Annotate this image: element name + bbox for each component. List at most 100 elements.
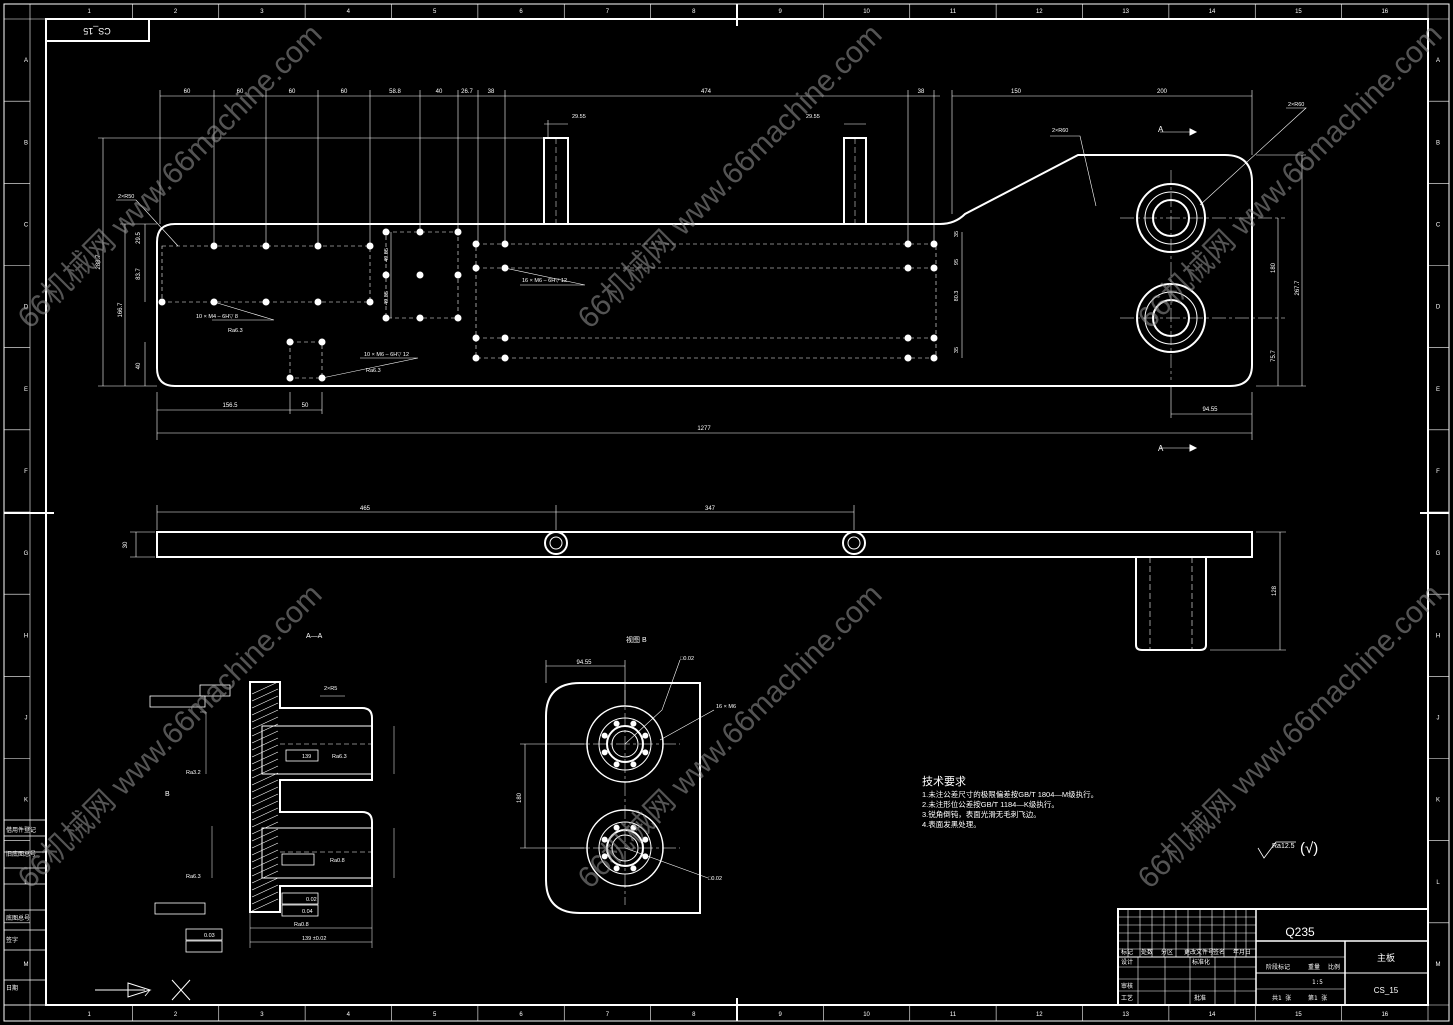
section-cut-markers bbox=[1189, 128, 1198, 452]
roughness-symbol bbox=[1257, 841, 1296, 859]
left-registration-strip bbox=[3, 819, 47, 1006]
left-strip-label: 签字 bbox=[6, 936, 18, 944]
tapped-hole bbox=[501, 354, 509, 362]
section-view-a-a bbox=[200, 681, 395, 948]
title-block bbox=[1117, 908, 1429, 1006]
zone-row-right: L bbox=[1436, 880, 1440, 886]
zone-row-right: K bbox=[1436, 798, 1440, 804]
tapped-hole bbox=[472, 334, 480, 342]
section-dim: 0.04 bbox=[302, 909, 313, 915]
tech-req-item-1: 1.未注公差尺寸的极限偏差按GB/T 1804—M级执行。 bbox=[922, 789, 1098, 799]
tapped-hole bbox=[904, 334, 912, 342]
tapped-hole bbox=[930, 264, 938, 272]
stage-label: 阶段标记 bbox=[1266, 963, 1290, 971]
zone-col-bottom: 8 bbox=[692, 1012, 696, 1018]
section-hatching bbox=[251, 681, 279, 912]
dim-callout: 10 × M4 – 6H▽ 8 bbox=[196, 314, 238, 320]
tech-req-item-4: 4.表面发黑处理。 bbox=[922, 819, 981, 829]
zone-row-right: G bbox=[1436, 551, 1441, 557]
view-b-flatness: □0.02 bbox=[680, 656, 694, 662]
tapped-hole bbox=[382, 314, 390, 322]
dim-top: 60 bbox=[184, 89, 191, 95]
scale-label: 比例 bbox=[1328, 963, 1340, 971]
zone-row-right: F bbox=[1436, 469, 1440, 475]
dim-callout: 29.55 bbox=[572, 114, 586, 120]
zone-row-right: C bbox=[1436, 222, 1441, 228]
section-dim: 0.02 bbox=[306, 897, 317, 903]
dim-side: 128 bbox=[1272, 585, 1278, 596]
section-dim: 2×R5 bbox=[324, 686, 337, 692]
section-dim: 139 ±0.02 bbox=[302, 936, 326, 942]
tapped-hole bbox=[158, 298, 166, 306]
zone-row-right: D bbox=[1436, 305, 1441, 311]
section-dim: 139 bbox=[302, 754, 311, 760]
title-block-label: 处数 bbox=[1141, 948, 1153, 956]
tapped-hole bbox=[472, 264, 480, 272]
zone-row-right: M bbox=[1436, 962, 1441, 968]
tech-req-heading: 技术要求 bbox=[922, 775, 966, 788]
zone-col-top: 1 bbox=[88, 9, 92, 15]
title-block-code: CS_15 bbox=[1374, 986, 1399, 995]
dim-side: 30 bbox=[123, 541, 129, 548]
zone-col-top: 7 bbox=[606, 9, 610, 15]
watermark-text: 66机械网 www.66machine.com bbox=[572, 18, 889, 335]
section-dim: Ra6.3 bbox=[332, 754, 347, 760]
zone-row-left: D bbox=[24, 305, 29, 311]
left-strip-label: 日期 bbox=[6, 984, 18, 992]
material-text: Q235 bbox=[1285, 925, 1315, 939]
view-b-hole bbox=[613, 824, 620, 831]
roughness-other: (√) bbox=[1300, 840, 1318, 857]
zone-col-bottom: 12 bbox=[1036, 1012, 1043, 1018]
dim-top: 474 bbox=[701, 89, 712, 95]
plan-view-holes bbox=[158, 228, 938, 382]
zone-row-left: J bbox=[25, 715, 28, 721]
zone-row-left: A bbox=[24, 58, 28, 64]
section-dim: Ra0.8 bbox=[294, 922, 309, 928]
zone-col-bottom: 10 bbox=[863, 1012, 870, 1018]
zone-col-bottom: 11 bbox=[950, 1012, 957, 1018]
section-fcf-frames bbox=[144, 684, 319, 997]
view-b-flatness: □0.02 bbox=[708, 876, 722, 882]
zone-col-top: 2 bbox=[174, 9, 178, 15]
view-direction-letter: B bbox=[165, 791, 170, 798]
zone-col-bottom: 4 bbox=[347, 1012, 351, 1018]
tapped-hole bbox=[366, 298, 374, 306]
dim-right-height: 180 bbox=[1271, 262, 1277, 273]
zone-row-left: K bbox=[24, 798, 28, 804]
drawing-code-box: CS_15 bbox=[45, 18, 150, 42]
view-b-hole bbox=[642, 749, 649, 756]
dim-left-height: 288.7 bbox=[96, 254, 102, 270]
tapped-hole bbox=[930, 354, 938, 362]
section-dim: 0.03 bbox=[204, 933, 215, 939]
section-dim: Ra6.3 bbox=[186, 874, 201, 880]
title-block-label: 批准 bbox=[1194, 994, 1206, 1002]
tapped-hole bbox=[454, 314, 462, 322]
title-block-label: 工艺 bbox=[1121, 994, 1133, 1002]
drawing-code-rotated: CS_15 bbox=[83, 26, 111, 36]
tech-req-item-3: 3.锐角倒钝，表面光滑无毛刺飞边。 bbox=[922, 809, 1041, 819]
view-b-title: 视图 B bbox=[626, 635, 647, 644]
zone-col-top: 6 bbox=[519, 9, 523, 15]
view-b-hole bbox=[642, 853, 649, 860]
technical-requirements: 技术要求 1.未注公差尺寸的极限偏差按GB/T 1804—M级执行。 2.未注形… bbox=[922, 775, 1318, 859]
view-b-hole bbox=[630, 761, 637, 768]
zone-row-right: A bbox=[1436, 58, 1440, 64]
tapped-hole bbox=[262, 298, 270, 306]
section-title: A—A bbox=[306, 633, 323, 640]
dim-side: 347 bbox=[705, 506, 716, 512]
zone-col-top: 11 bbox=[950, 9, 957, 15]
dim-callout: 29.55 bbox=[806, 114, 820, 120]
plan-dimension-lines bbox=[98, 90, 1307, 449]
side-view bbox=[130, 505, 1286, 651]
tapped-hole bbox=[930, 334, 938, 342]
title-block-label: 年月日 bbox=[1233, 948, 1251, 956]
zone-col-top: 16 bbox=[1381, 9, 1388, 15]
view-b-hole bbox=[601, 853, 608, 860]
dim-top: 58.8 bbox=[389, 89, 401, 95]
view-b-hole bbox=[630, 865, 637, 872]
dim-overall-length: 1277 bbox=[697, 426, 711, 432]
dim-callout: 2×R60 bbox=[1052, 128, 1068, 134]
